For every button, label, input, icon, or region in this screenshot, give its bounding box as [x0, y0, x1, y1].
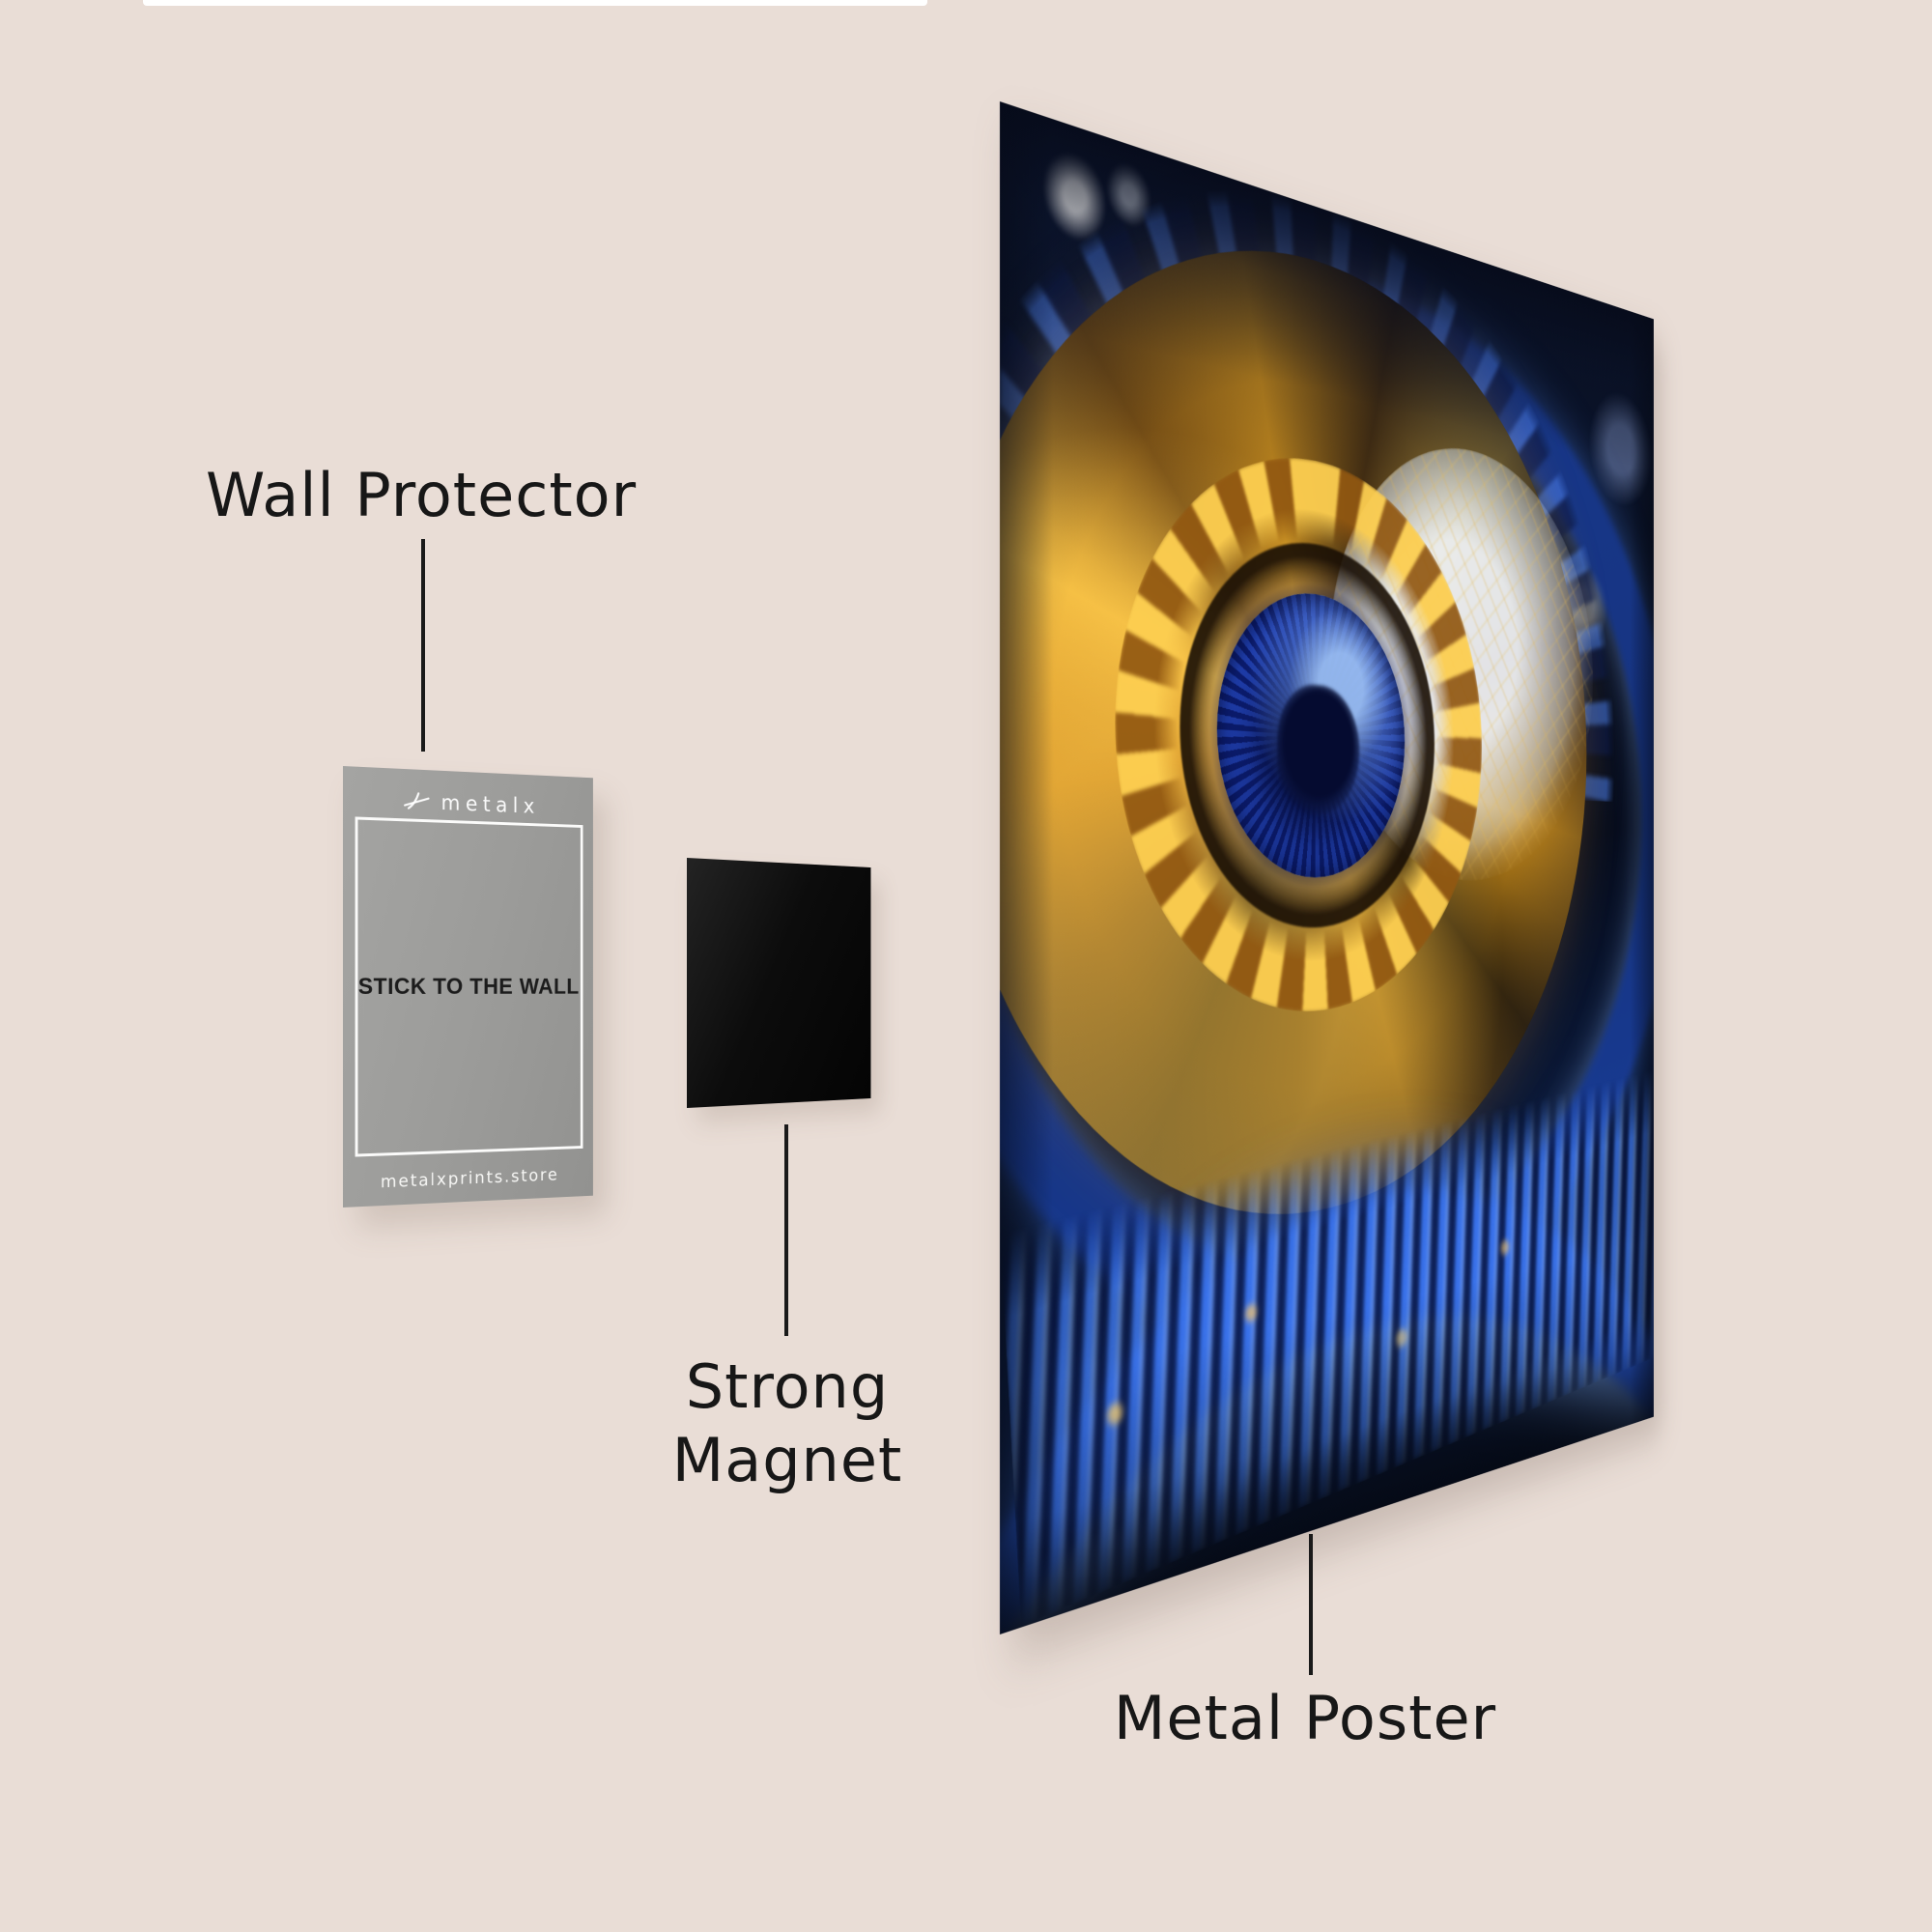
wall-protector-card: metalx STICK TO THE WALL metalxprints.st…: [343, 766, 593, 1208]
top-highlight-line: [143, 0, 927, 6]
metal-poster-label: Metal Poster: [1113, 1683, 1497, 1753]
stick-to-wall-text: STICK TO THE WALL: [357, 973, 580, 1000]
magnet-connector-line: [784, 1124, 788, 1336]
edge-vignette: [1000, 101, 1654, 1634]
poster-connector-line: [1309, 1534, 1313, 1675]
store-url-text: metalxprints.store: [380, 1165, 559, 1193]
eye-artwork: [1000, 101, 1654, 1634]
magnet-square: [687, 858, 871, 1108]
strong-magnet-label: Strong Magnet: [497, 1350, 1077, 1497]
wall-protector-label: Wall Protector: [205, 460, 638, 530]
metalx-logo-icon: [401, 791, 432, 813]
strong-magnet-label-line1: Strong: [685, 1351, 890, 1422]
wall-protector-connector-line: [421, 539, 425, 752]
metalx-logo-text: metalx: [440, 791, 540, 819]
metal-poster: [1000, 101, 1654, 1634]
strong-magnet-label-line2: Magnet: [671, 1425, 903, 1495]
metalx-logo: metalx: [343, 787, 593, 821]
